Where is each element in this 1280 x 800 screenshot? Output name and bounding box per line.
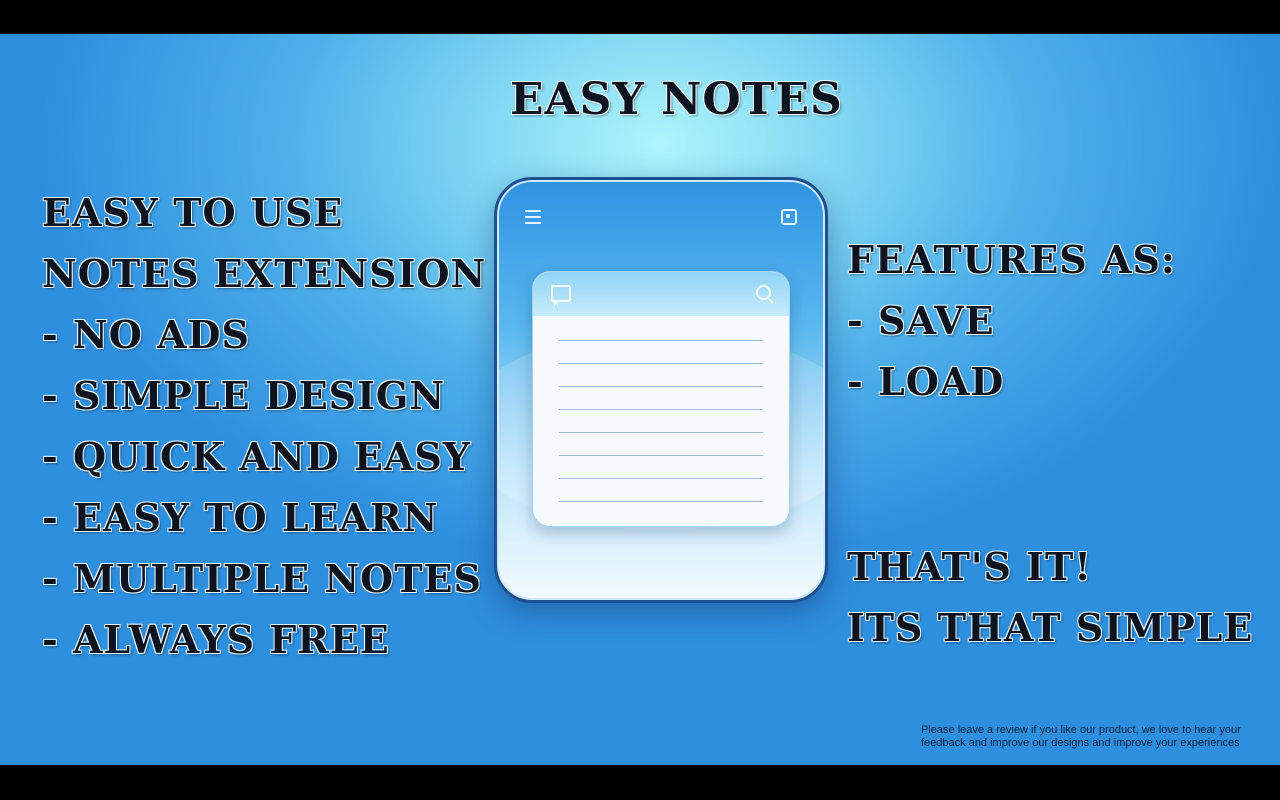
benefit-line: - Simple design (42, 373, 446, 418)
feature-line: - Save (847, 298, 995, 343)
benefit-line: - Easy to learn (42, 495, 439, 540)
benefit-line: - Always free (42, 617, 390, 662)
closing-line: Its that simple (847, 605, 1254, 650)
closing-line: That's it! (847, 544, 1092, 589)
note-rule (559, 363, 763, 364)
search-icon (756, 285, 771, 300)
note-card (532, 271, 790, 527)
letterbox-bottom (0, 765, 1280, 800)
note-rule (559, 340, 763, 341)
benefit-line: Easy to use (42, 190, 344, 235)
features-list: Features as: - Save - Load That's it! It… (847, 229, 1267, 658)
menu-icon (525, 210, 541, 224)
promo-banner: Easy Notes Easy to use notes extension -… (0, 34, 1280, 765)
feature-line: Features as: (847, 237, 1176, 282)
benefit-line: notes extension (42, 251, 487, 296)
notes-app-mockup (494, 177, 828, 603)
note-lines (533, 316, 789, 502)
note-rule (559, 432, 763, 433)
page-title: Easy Notes (510, 74, 843, 125)
new-note-icon (781, 209, 797, 225)
chat-icon (551, 285, 571, 306)
note-rule (559, 386, 763, 387)
benefit-line: - Quick and easy (42, 434, 471, 479)
note-card-header (533, 272, 789, 316)
note-rule (559, 409, 763, 410)
benefit-line: - Multiple notes (42, 556, 482, 601)
note-rule (559, 478, 763, 479)
feature-line: - Load (847, 359, 1005, 404)
note-rule (559, 501, 763, 502)
letterbox-top (0, 0, 1280, 34)
benefit-line: - No ads (42, 312, 250, 357)
review-request-note: Please leave a review if you like our pr… (921, 724, 1241, 749)
benefits-list: Easy to use notes extension - No ads - S… (42, 182, 492, 670)
note-rule (559, 455, 763, 456)
